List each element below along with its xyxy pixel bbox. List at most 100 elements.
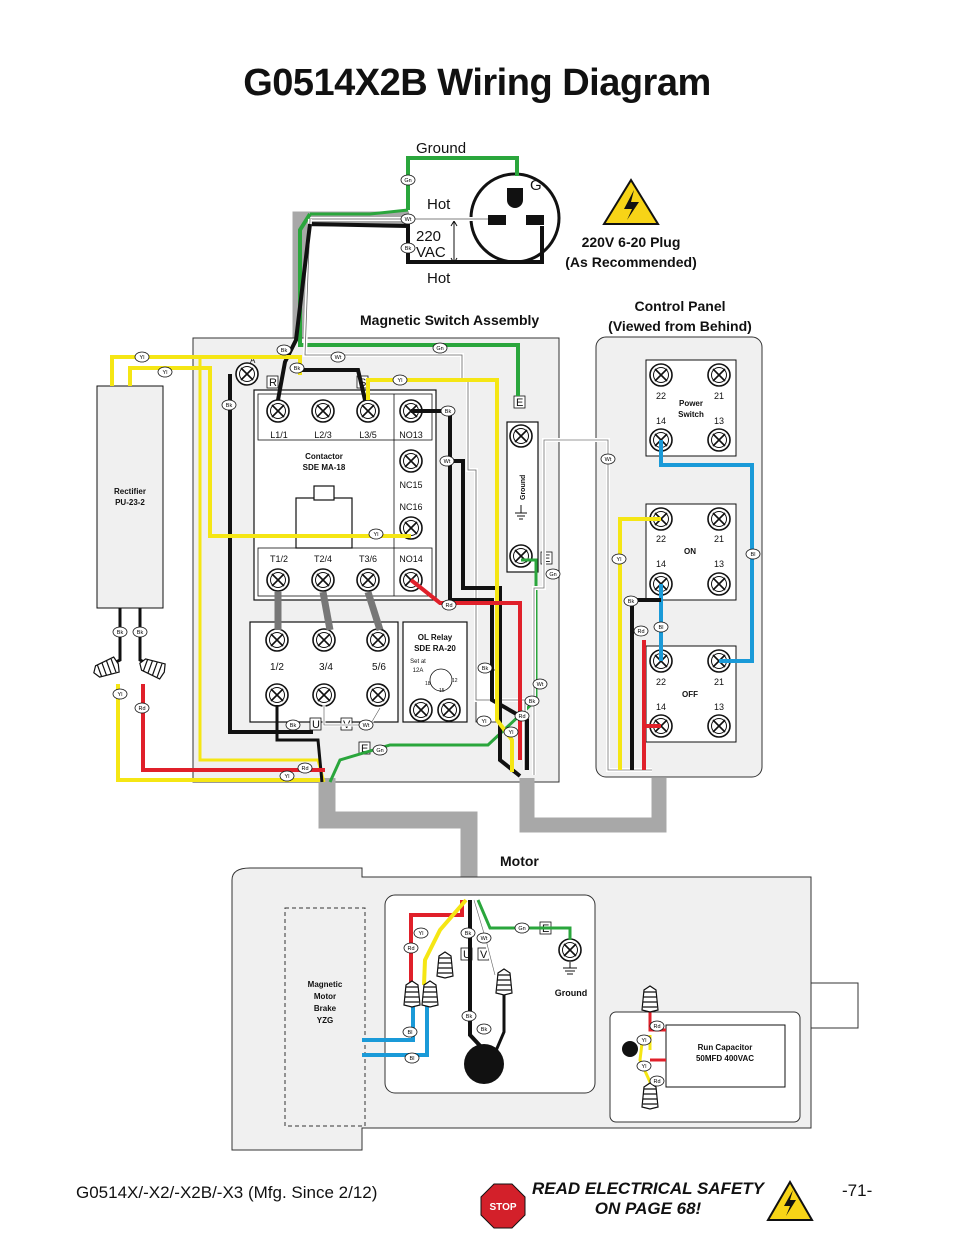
- wire-code-bk: Bk: [294, 366, 301, 372]
- wire-code-rd: Rd: [138, 706, 145, 712]
- wire-code-bubble: [368, 528, 384, 540]
- wire-code-bubble: [477, 662, 493, 674]
- term-nc16: NC16: [399, 502, 422, 512]
- wire-code-bubble: [276, 344, 292, 356]
- wire-code-bubble: [132, 626, 148, 638]
- letter-e3: E: [361, 743, 368, 755]
- ol-dial[interactable]: [429, 668, 453, 692]
- term-l2: L2/3: [314, 430, 332, 440]
- wire-code-bk: Bk: [137, 630, 144, 636]
- wire-code-bubble: [372, 744, 388, 756]
- plug-caption-1: 220V 6-20 Plug: [582, 234, 681, 250]
- wire-code-bk: Bk: [281, 348, 288, 354]
- wire-code-bubble: [633, 625, 649, 637]
- on-label: ON: [684, 547, 696, 556]
- hot-pin-2: [526, 215, 544, 225]
- wire-code-bl: Bl: [751, 552, 756, 558]
- wire-code-labels: GnWtBkBkWtGnBkYlYlBkYlBkWtYlGnRdBkWtBkRd…: [112, 174, 761, 1087]
- wire-code-rd: Rd: [407, 946, 414, 952]
- wire-code-bubble: [636, 1060, 652, 1072]
- stop-icon: STOP: [480, 1183, 526, 1229]
- ol-dial-12: 12: [452, 678, 458, 684]
- wire-code-rd: Rd: [637, 629, 644, 635]
- ground-symbol-icon: [515, 505, 527, 520]
- wire-code-wt: Wt: [335, 355, 342, 361]
- wire-code-bubble: [649, 1020, 665, 1032]
- wire-code-bk: Bk: [290, 723, 297, 729]
- relay-term-3: 5/6: [372, 662, 386, 673]
- wire-code-wt: Wt: [444, 459, 451, 465]
- control-panel-heading-1: Control Panel: [634, 298, 725, 314]
- ground-pin: [507, 188, 523, 208]
- plug-hot-top: Hot: [427, 196, 451, 213]
- wire-code-wt: Wt: [537, 682, 544, 688]
- wire-code-bubble: [297, 762, 313, 774]
- wire-code-yl: Yl: [398, 378, 403, 384]
- ground-strip-label: Ground: [520, 475, 527, 500]
- contactor-model: SDE MA-18: [303, 463, 346, 472]
- ol-relay-model: SDE RA-20: [414, 644, 456, 653]
- footer-models: G0514X/-X2/-X2B/-X3 (Mfg. Since 2/12): [76, 1183, 378, 1202]
- term-no13: NO13: [399, 430, 423, 440]
- plug-hot-bottom: Hot: [427, 270, 451, 287]
- wire-code-wt: Wt: [605, 457, 612, 463]
- wire-code-gn: Gn: [376, 748, 383, 754]
- wire-code-rd: Rd: [301, 766, 308, 772]
- wire-code-bubble: [134, 702, 150, 714]
- wire-code-bk: Bk: [628, 599, 635, 605]
- wire-code-bubble: [514, 710, 530, 722]
- off-22: 22: [656, 677, 666, 687]
- ol-dial-18: 18: [425, 681, 431, 687]
- ps-14: 14: [656, 416, 666, 426]
- control-conduit: [519, 778, 667, 833]
- motor-conduit: [318, 778, 478, 900]
- wire-code-bubble: [653, 621, 669, 633]
- wire-code-gn: Gn: [549, 572, 556, 578]
- wire-code-bubble: [285, 719, 301, 731]
- wire-code-bubble: [400, 242, 416, 254]
- wire-code-yl: Yl: [118, 692, 123, 698]
- wire-code-yl: Yl: [140, 355, 145, 361]
- off-label: OFF: [682, 690, 698, 699]
- brake-line-4: YZG: [317, 1016, 333, 1025]
- wire-code-bubble: [441, 599, 457, 611]
- wire-code-bk: Bk: [226, 403, 233, 409]
- wire-code-bl: Bl: [408, 1030, 413, 1036]
- wire-code-bk: Bk: [465, 931, 472, 937]
- ol-set-at: Set at: [410, 659, 426, 665]
- wire-code-bubble: [358, 719, 374, 731]
- on-21: 21: [714, 534, 724, 544]
- brake-line-2: Motor: [314, 992, 336, 1001]
- rectifier: [96, 385, 164, 609]
- motor-shaft: [810, 982, 859, 1029]
- term-l3: L3/5: [359, 430, 377, 440]
- wire-code-bubble: [439, 455, 455, 467]
- magnetic-switch-heading: Magnetic Switch Assembly: [360, 312, 539, 328]
- wire-code-bk: Bk: [466, 1014, 473, 1020]
- ps-22: 22: [656, 391, 666, 401]
- wire-code-yl: Yl: [163, 370, 168, 376]
- wire-code-bubble: [400, 213, 416, 225]
- motor-ground-label: Ground: [555, 988, 588, 998]
- wire-code-bk: Bk: [405, 246, 412, 252]
- wire-code-bubble: [134, 351, 150, 363]
- wire-code-yl: Yl: [419, 931, 424, 937]
- wire-code-bubble: [514, 922, 530, 934]
- plug-voltage: 220: [416, 228, 441, 245]
- ol-dial-15: 15: [439, 688, 445, 694]
- motor-heading: Motor: [500, 853, 539, 869]
- wire-code-bubble: [432, 342, 448, 354]
- wire-code-yl: Yl: [642, 1064, 647, 1070]
- capacitor-grommet: [622, 1041, 638, 1057]
- wire-code-bl: Bl: [659, 625, 664, 631]
- motor-junction-box: [384, 894, 596, 1094]
- stop-text: STOP: [489, 1202, 516, 1213]
- wire-code-bubble: [413, 927, 429, 939]
- wire-code-bubble: [476, 1023, 492, 1035]
- ol-relay-name: OL Relay: [418, 633, 453, 642]
- brake-line-1: Magnetic: [308, 980, 343, 989]
- brake-line-3: Brake: [314, 1004, 337, 1013]
- capacitor-line-2: 50MFD 400VAC: [696, 1054, 754, 1063]
- plug-ground-label: Ground: [416, 140, 466, 157]
